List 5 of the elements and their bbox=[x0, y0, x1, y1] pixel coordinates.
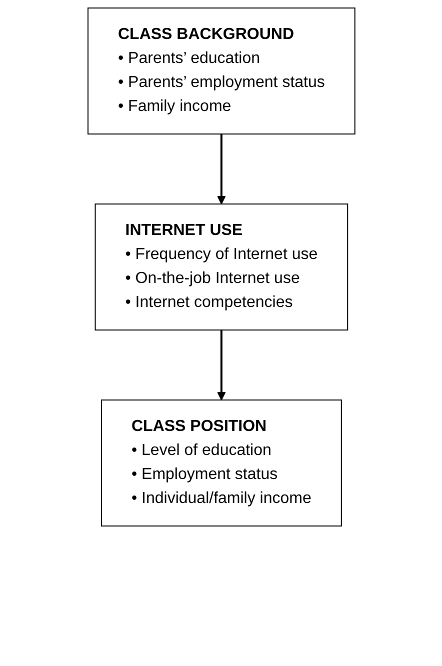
node-box: INTERNET USE • Frequency of Internet use • On-the-job Internet use • Internet competencies bbox=[94, 204, 348, 330]
node-box: CLASS POSITION • Level of education • Employment status • Individual/family income bbox=[100, 400, 342, 526]
arrow bbox=[216, 330, 226, 400]
arrow bbox=[216, 134, 226, 204]
node-box: CLASS BACKGROUND • Parents’ education • Parents’ employment status • Family income bbox=[87, 8, 355, 134]
